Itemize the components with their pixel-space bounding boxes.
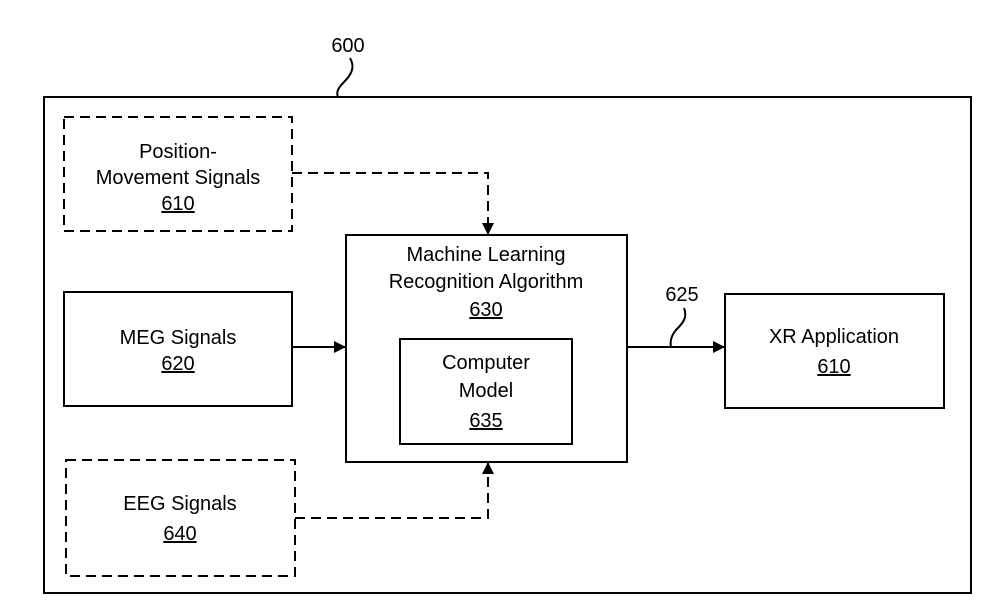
ml-algorithm-label-line1: Machine Learning: [407, 244, 566, 266]
ml-algorithm-label-line2: Recognition Algorithm: [389, 271, 584, 293]
xr-application-label: XR Application: [769, 326, 899, 348]
eeg-signals-block[interactable]: EEG Signals 640: [65, 459, 296, 577]
eeg-to-ml-arrow: [295, 462, 494, 519]
position-movement-label-line1: Position-: [139, 141, 217, 163]
meg-signals-label: MEG Signals: [120, 327, 237, 349]
ml-recognition-algorithm-block[interactable]: Machine Learning Recognition Algorithm 6…: [345, 234, 628, 463]
position-movement-ref: 610: [161, 193, 194, 215]
output-reference-leader: [669, 307, 687, 348]
eeg-signals-label: EEG Signals: [123, 493, 236, 515]
output-reference-label: 625: [665, 284, 698, 306]
computer-model-label-line1: Computer: [442, 352, 530, 374]
system-frame: [43, 96, 972, 594]
figure-reference-label: 600: [331, 35, 364, 57]
computer-model-ref: 635: [469, 410, 502, 432]
computer-model-block[interactable]: Computer Model 635: [399, 338, 573, 445]
figure-reference-leader: [336, 57, 354, 98]
eeg-signals-ref: 640: [163, 523, 196, 545]
meg-signals-ref: 620: [161, 353, 194, 375]
computer-model-label-line2: Model: [459, 380, 513, 402]
position-to-ml-arrow: [292, 172, 494, 235]
position-movement-label-line2: Movement Signals: [96, 167, 261, 189]
position-movement-signals-block[interactable]: Position- Movement Signals 610: [63, 116, 293, 232]
xr-application-ref: 610: [817, 356, 850, 378]
ml-algorithm-ref: 630: [469, 299, 502, 321]
meg-signals-block[interactable]: MEG Signals 620: [63, 291, 293, 407]
xr-application-block[interactable]: XR Application 610: [724, 293, 945, 409]
